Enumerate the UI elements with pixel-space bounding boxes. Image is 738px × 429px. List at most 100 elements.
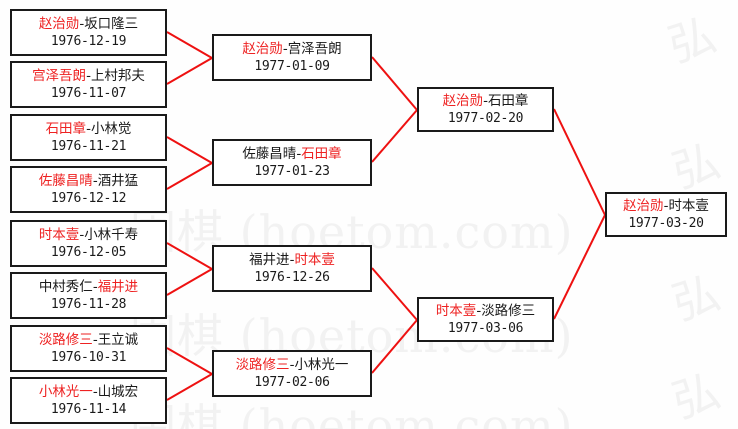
bracket-connector <box>166 347 213 375</box>
match-players: 淡路修三-王立诚 <box>39 332 138 349</box>
match-winner: 石田章 <box>45 120 87 137</box>
player-separator: - <box>289 356 295 373</box>
match-loser: 淡路修三 <box>481 302 536 319</box>
player-separator: - <box>79 226 85 243</box>
match-date: 1977-03-20 <box>628 215 704 231</box>
match-players: 淡路修三-小林光一 <box>236 357 349 374</box>
match-players: 时本壹-小林千寿 <box>39 227 138 244</box>
bracket-connector <box>166 31 213 59</box>
match-loser: 坂口隆三 <box>84 15 139 32</box>
match-winner: 福井进 <box>97 278 139 295</box>
match-players: 佐藤昌晴-石田章 <box>242 146 341 163</box>
match-loser: 福井进 <box>249 251 290 268</box>
match-loser: 小林千寿 <box>84 226 139 243</box>
match-loser: 小林觉 <box>90 120 132 137</box>
player-separator: - <box>282 40 288 57</box>
match-winner: 淡路修三 <box>38 331 93 348</box>
bracket-connector <box>553 214 606 320</box>
bracket-connector <box>166 373 213 401</box>
match-date: 1976-11-07 <box>50 85 127 101</box>
match-winner: 赵治勋 <box>623 197 664 214</box>
match-date: 1976-11-28 <box>50 296 127 312</box>
match-loser: 小林光一 <box>294 356 349 373</box>
match-date: 1976-12-05 <box>50 244 127 260</box>
bracket-connector <box>371 109 418 163</box>
match-winner: 宫泽吾朗 <box>32 67 87 84</box>
match-loser: 石田章 <box>487 92 529 109</box>
match-winner: 小林光一 <box>38 383 93 400</box>
player-separator: - <box>86 67 91 84</box>
player-separator: - <box>483 92 488 109</box>
match-date: 1976-10-31 <box>50 349 127 365</box>
match-loser: 上村邦夫 <box>90 67 145 84</box>
match-winner: 佐藤昌晴 <box>38 172 93 189</box>
match-winner: 时本壹 <box>38 226 80 243</box>
player-separator: - <box>289 251 295 268</box>
match-date: 1977-03-06 <box>447 320 524 336</box>
match-players: 小林光一-山城宏 <box>39 384 138 401</box>
match-winner: 时本壹 <box>435 302 477 319</box>
match-date: 1976-11-21 <box>50 138 127 154</box>
match-date: 1977-02-20 <box>447 110 524 126</box>
match-players: 佐藤昌晴-酒井猛 <box>39 173 138 190</box>
match-players: 赵治勋-坂口隆三 <box>39 16 138 33</box>
bracket-connector <box>371 319 418 374</box>
match-loser: 中村秀仁 <box>38 278 93 295</box>
player-separator: - <box>86 120 91 137</box>
bracket-connector <box>553 108 606 216</box>
bracket-connector <box>166 268 213 296</box>
match-loser: 佐藤昌晴 <box>242 145 297 162</box>
match-winner: 时本壹 <box>294 251 335 268</box>
match-players: 赵治勋-时本壹 <box>623 198 709 215</box>
player-separator: - <box>92 331 98 348</box>
match-players: 赵治勋-宫泽吾朗 <box>242 41 341 58</box>
match-date: 1976-12-19 <box>50 33 127 49</box>
bracket-connector <box>371 56 418 111</box>
match-players: 中村秀仁-福井进 <box>39 279 138 296</box>
match-winner: 赵治勋 <box>242 40 283 57</box>
match-date: 1976-11-14 <box>50 401 127 417</box>
match-loser: 时本壹 <box>668 197 709 214</box>
player-separator: - <box>92 172 98 189</box>
match-date: 1976-12-12 <box>50 190 127 206</box>
match-winner: 赵治勋 <box>442 92 484 109</box>
match-loser: 山城宏 <box>97 383 139 400</box>
match-players: 福井进-时本壹 <box>249 252 335 269</box>
bracket-connector <box>166 162 213 190</box>
player-separator: - <box>476 302 482 319</box>
match-winner: 淡路修三 <box>235 356 290 373</box>
player-separator: - <box>92 278 98 295</box>
player-separator: - <box>663 197 669 214</box>
match-players: 石田章-小林觉 <box>46 121 132 138</box>
match-date: 1976-12-26 <box>254 269 330 285</box>
match-loser: 酒井猛 <box>97 172 139 189</box>
match-players: 宫泽吾朗-上村邦夫 <box>32 68 145 85</box>
match-players: 时本壹-淡路修三 <box>436 303 535 320</box>
match-loser: 宫泽吾朗 <box>287 40 342 57</box>
match-winner: 石田章 <box>301 145 342 162</box>
match-date: 1977-01-23 <box>254 163 330 179</box>
bracket-connector <box>371 267 418 321</box>
player-separator: - <box>296 145 302 162</box>
match-date: 1977-02-06 <box>254 374 330 390</box>
match-winner: 赵治勋 <box>38 15 80 32</box>
player-separator: - <box>79 15 85 32</box>
bracket-connector <box>166 57 213 85</box>
